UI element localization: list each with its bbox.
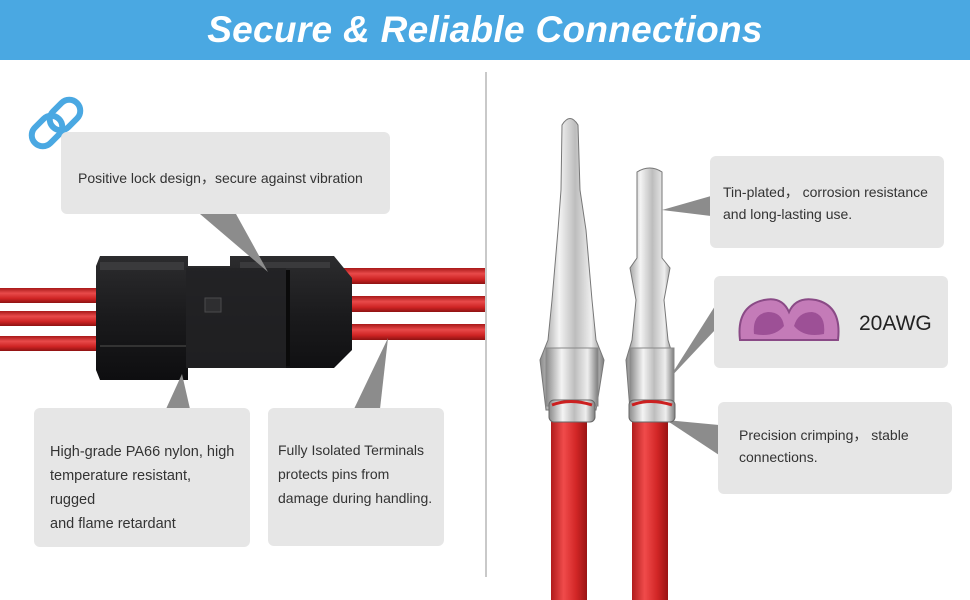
- wire: [340, 324, 486, 340]
- callout-text-line: damage during handling.: [278, 490, 433, 506]
- callout-lock-design: Positive lock design，secure against vibr…: [61, 132, 390, 214]
- wire: [0, 288, 110, 303]
- chain-link-icon: [28, 96, 84, 150]
- callout-text-line: temperature resistant, rugged: [50, 468, 192, 508]
- male-terminal: [539, 118, 605, 600]
- callout-precision-crimping: Precision crimping， stable connections.: [718, 402, 952, 494]
- callout-text: Positive lock design，secure against vibr…: [78, 170, 363, 186]
- callout-text-line: Precision crimping， stable: [739, 427, 909, 443]
- wire: [551, 420, 587, 600]
- callout-isolated-terminals: Fully Isolated Terminals protects pins f…: [268, 408, 444, 546]
- page-title: Secure & Reliable Connections: [207, 9, 763, 50]
- center-divider: [485, 72, 487, 577]
- title-banner: Secure & Reliable Connections: [0, 0, 970, 60]
- callout-text-line: protects pins from: [278, 466, 390, 482]
- wire: [0, 336, 110, 351]
- wire-cross-section-image: [738, 298, 840, 341]
- pointer-awg: [668, 306, 715, 380]
- pointer-lock: [200, 214, 268, 272]
- pointer-nylon: [166, 374, 190, 409]
- callout-text-line: Tin-plated， corrosion resistance: [723, 184, 928, 200]
- connector-housing: [96, 256, 352, 380]
- female-terminal: [625, 167, 676, 600]
- callout-wire-gauge: 20AWG: [714, 276, 948, 368]
- pointer-tin: [662, 196, 711, 216]
- wire: [340, 296, 486, 312]
- left-wires: [0, 288, 110, 351]
- callout-text-line: connections.: [739, 449, 818, 465]
- callout-text-line: Fully Isolated Terminals: [278, 442, 425, 458]
- wire: [0, 311, 110, 326]
- right-wires: [340, 268, 486, 340]
- callout-tin-plated: Tin-plated， corrosion resistance and lon…: [710, 156, 944, 248]
- pointer-isolated: [354, 338, 388, 409]
- wire: [632, 420, 668, 600]
- callout-text-line: and flame retardant: [50, 516, 176, 532]
- wire: [340, 268, 486, 284]
- callout-pointers: [166, 196, 719, 455]
- pointer-crimp: [666, 420, 719, 455]
- callout-text-line: High-grade PA66 nylon, high: [50, 444, 235, 460]
- callout-text-line: and long-lasting use.: [723, 206, 853, 222]
- callout-nylon-material: High-grade PA66 nylon, high temperature …: [34, 408, 250, 547]
- wire-gauge-label: 20AWG: [859, 312, 932, 335]
